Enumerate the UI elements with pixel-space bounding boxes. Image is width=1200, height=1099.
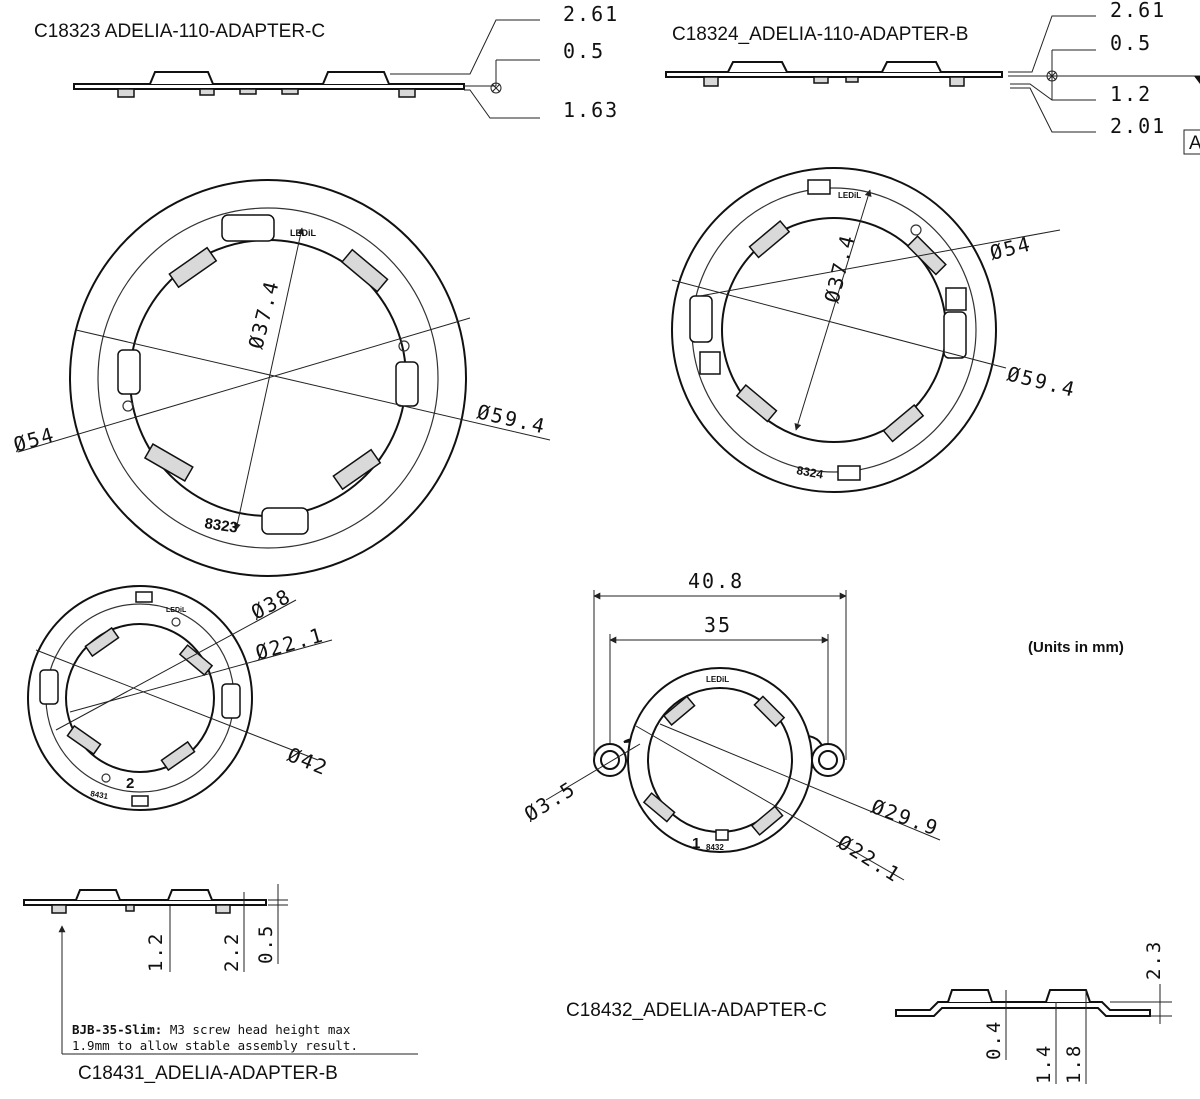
c18432-top-view: LEDiL 1 8432 40.8 35 Ø3.5 Ø29.9 Ø22.1: [520, 569, 943, 887]
c18432-mark-ledil: LEDiL: [706, 675, 729, 684]
c18324-dim-1-2: 1.2: [1110, 82, 1152, 106]
c18431-note-bold: BJB-35-Slim:: [72, 1022, 162, 1037]
c18431-dim-1-2: 1.2: [145, 932, 167, 972]
c18432-dim-d22-1: Ø22.1: [833, 830, 905, 888]
c18432-side-view: 2.3 0.4 1.4 1.8: [895, 940, 1172, 1084]
c18323-dim-d59-4: Ø59.4: [475, 399, 549, 438]
c18324-title: C18324_ADELIA-110-ADAPTER-B: [672, 24, 968, 45]
c18431-dim-0-5: 0.5: [255, 924, 277, 964]
c18323-dim-0-5: 0.5: [563, 39, 605, 63]
c18432-mark-8432: 8432: [706, 843, 724, 852]
c18431-note-line2: 1.9mm to allow stable assembly result.: [72, 1038, 358, 1053]
c18323-mark-ledil: LEDiL: [290, 228, 317, 238]
c18432-title: C18432_ADELIA-ADAPTER-C: [566, 1000, 827, 1021]
c18324-mark-ledil: LEDiL: [838, 191, 861, 200]
c18324-dim-2-61: 2.61: [1110, 0, 1166, 22]
c18431-note-line1: BJB-35-Slim: M3 screw head height max: [72, 1022, 351, 1037]
c18432-dim-d3-5: Ø3.5: [520, 776, 580, 826]
c18431-mark-2: 2: [126, 775, 134, 792]
c18432-dim-1-4: 1.4: [1033, 1044, 1055, 1084]
c18324-top-view: LEDiL 8324 Ø37.4 Ø54 Ø59.4: [671, 167, 1079, 493]
c18324-dim-d54: Ø54: [987, 231, 1034, 264]
c18431-side-view: 1.2 2.2 0.5 BJB-35-Slim: M3 screw head h…: [23, 884, 418, 1055]
c18432-dim-0-4: 0.4: [983, 1020, 1005, 1060]
c18431-dim-d38: Ø38: [247, 583, 295, 624]
c18324-dim-0-5: 0.5: [1110, 31, 1152, 55]
c18324-side-view: 2.61 0.5 1.2 2.01 A: [665, 0, 1200, 155]
c18431-mark-ledil: LEDiL: [166, 607, 187, 614]
c18324-drawing: C18324_ADELIA-110-ADAPTER-B 2.61 0.5 1.2…: [665, 0, 1200, 493]
c18323-title: C18323 ADELIA-110-ADAPTER-C: [34, 21, 325, 42]
c18431-note-text: M3 screw head height max: [162, 1022, 351, 1037]
c18324-datum-label: A: [1189, 133, 1200, 154]
units-note: (Units in mm): [1028, 639, 1124, 656]
c18323-dim-2-61: 2.61: [563, 2, 619, 26]
c18432-mark-1: 1: [692, 835, 700, 852]
c18431-drawing: LEDiL 2 8431 Ø38 Ø22.1 Ø42 1.2 2.2 0.5 B…: [23, 583, 418, 1084]
c18431-dim-d22-1: Ø22.1: [253, 622, 327, 664]
c18432-dim-40-8: 40.8: [688, 569, 744, 593]
c18432-dim-1-8: 1.8: [1063, 1044, 1085, 1084]
c18431-mark-8431: 8431: [90, 789, 110, 801]
c18324-dim-d59-4: Ø59.4: [1005, 362, 1079, 402]
c18431-top-view: LEDiL 2 8431 Ø38 Ø22.1 Ø42: [27, 583, 332, 811]
c18323-mark-8323: 8323: [203, 515, 238, 536]
c18323-dim-1-63: 1.63: [563, 98, 619, 122]
c18431-dim-2-2: 2.2: [221, 932, 243, 972]
c18432-dim-2-3: 2.3: [1143, 940, 1165, 980]
c18323-side-view: 2.61 0.5 1.63: [73, 2, 619, 122]
c18324-mark-8324: 8324: [795, 463, 824, 481]
c18323-drawing: C18323 ADELIA-110-ADAPTER-C 2.61 0.5 1.6…: [11, 2, 619, 577]
c18432-dim-d29-9: Ø29.9: [868, 794, 942, 841]
c18323-top-view: LEDiL 8323 Ø37.4 Ø54 Ø59.4: [11, 179, 551, 577]
c18431-dim-d42: Ø42: [284, 742, 332, 780]
c18432-dim-35: 35: [704, 613, 732, 637]
c18431-title: C18431_ADELIA-ADAPTER-B: [78, 1063, 338, 1084]
c18323-dim-d54: Ø54: [11, 422, 58, 457]
c18324-dim-2-01: 2.01: [1110, 114, 1166, 138]
